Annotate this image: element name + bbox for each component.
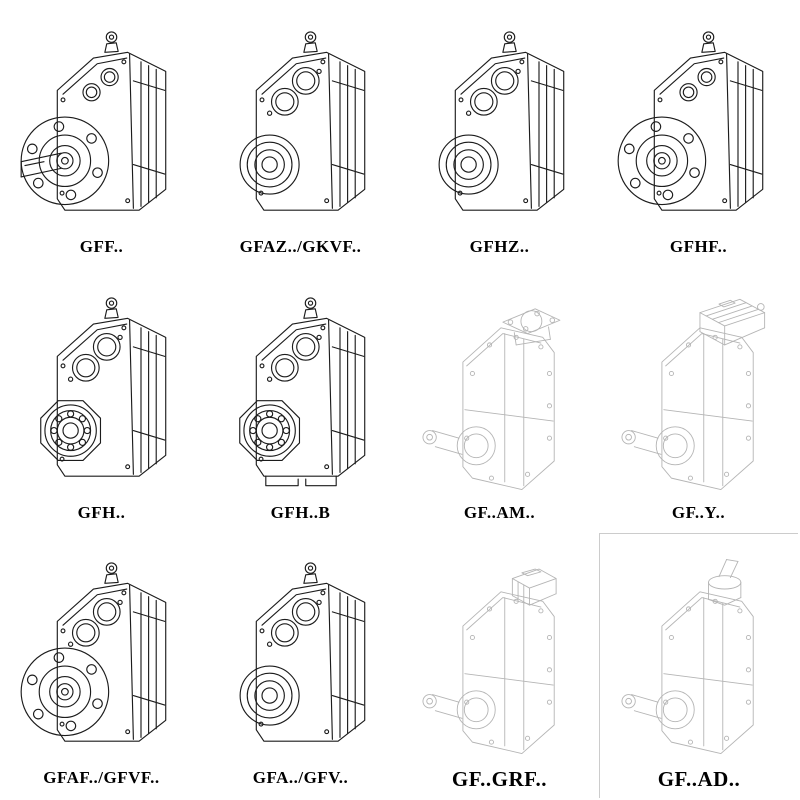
gearbox-label: GFHZ.. [469, 237, 530, 257]
gearbox-drawing-icon [239, 562, 365, 742]
gearbox-label: GF..GRF.. [451, 767, 548, 791]
gearbox-drawing-icon [20, 31, 166, 212]
gearbox-label: GF..AD.. [657, 767, 741, 791]
gearbox-label: GF..AM.. [463, 502, 536, 522]
gearbox-label: GFHF.. [669, 237, 728, 257]
gearbox-cell: GFHF.. [599, 2, 798, 267]
gearbox-cell: GF..Y.. [599, 267, 798, 532]
gearbox-drawing-icon [238, 296, 365, 486]
gearbox-cell: GF..AD.. [599, 532, 798, 798]
gearbox-label: GFAZ../GKVF.. [239, 237, 362, 257]
gearbox-drawing-icon [239, 31, 365, 212]
gearbox-drawing-icon [39, 296, 166, 477]
gearbox-label: GFA../GFV.. [252, 768, 349, 787]
gearbox-drawing-icon [20, 562, 166, 742]
gearbox-cell: GFAF../GFVF.. [2, 533, 201, 798]
gearbox-cell: GFF.. [2, 2, 201, 267]
gearbox-label: GFH.. [77, 502, 126, 522]
gearbox-label: GFF.. [79, 237, 124, 257]
gearbox-label: GFH..B [270, 502, 331, 522]
gearbox-cell: GF..AM.. [400, 267, 599, 532]
gearbox-cell: GFAZ../GKVF.. [201, 2, 400, 267]
gearbox-drawing-icon [438, 31, 564, 212]
gearbox-cell: GF..GRF.. [400, 533, 599, 798]
gearbox-drawing-icon [422, 308, 560, 490]
gearbox-label: GFAF../GFVF.. [43, 768, 160, 787]
gearbox-cell: GFH..B [201, 267, 400, 532]
gearbox-cell: GFH.. [2, 267, 201, 532]
gearbox-cell: GFHZ.. [400, 2, 599, 267]
gearbox-drawing-icon [621, 559, 754, 754]
gearbox-label: GF..Y.. [671, 502, 726, 522]
gearbox-cell: GFA../GFV.. [201, 533, 400, 798]
gearbox-drawing-icon [422, 568, 557, 754]
gearbox-drawing-icon [621, 298, 765, 490]
gearbox-drawing-icon [617, 31, 763, 212]
